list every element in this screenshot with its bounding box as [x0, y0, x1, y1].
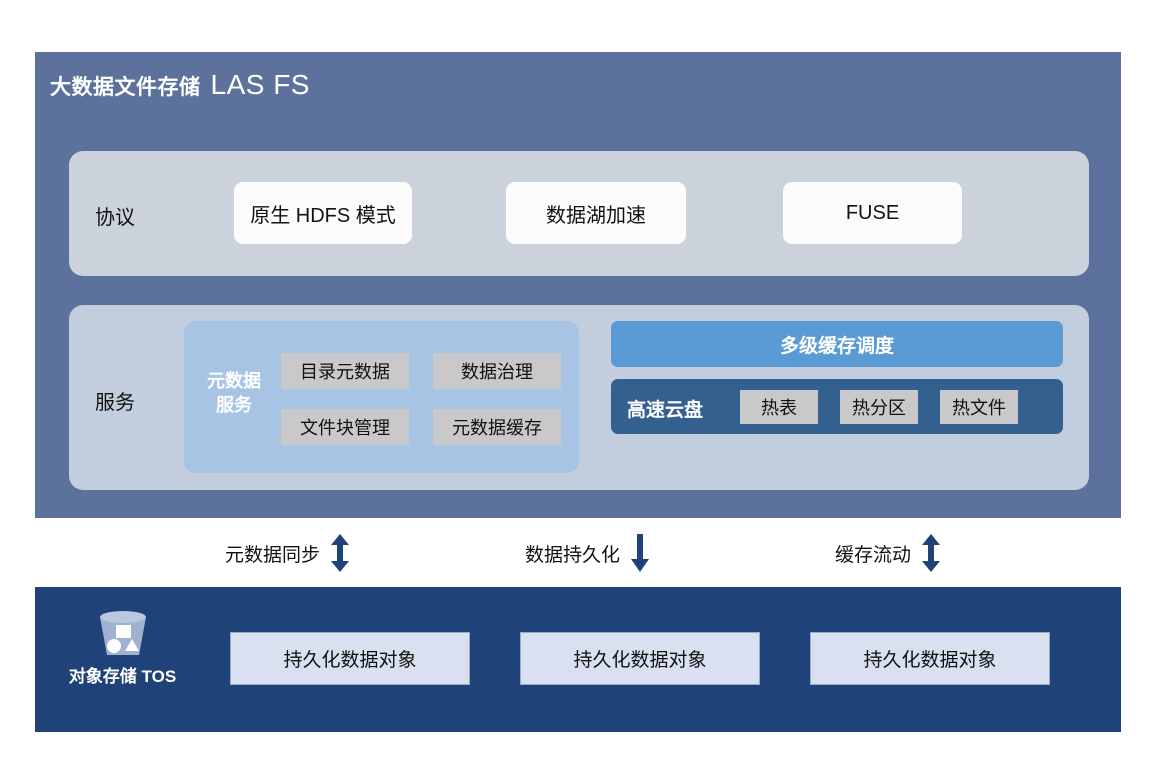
fast-cloud-disk-label: 高速云盘 [627, 400, 704, 421]
tos-card-persistent-object-1[interactable]: 持久化数据对象 [230, 632, 470, 685]
tos-name: 对象存储 TOS [68, 667, 177, 686]
tos-panel: 对象存储 TOS 持久化数据对象 持久化数据对象 持久化数据对象 [35, 587, 1121, 732]
protocol-card-hdfs[interactable]: 原生 HDFS 模式 [234, 182, 412, 244]
tos-card-persistent-object-2[interactable]: 持久化数据对象 [520, 632, 760, 685]
las-fs-title-cn: 大数据文件存储 [50, 76, 201, 99]
metadata-chip-block-management[interactable]: 文件块管理 [281, 409, 409, 445]
flow-data-persistence: 数据持久化 [525, 533, 651, 573]
flow-metadata-sync-label: 元数据同步 [225, 544, 321, 566]
metadata-chip-metadata-cache[interactable]: 元数据缓存 [433, 409, 561, 445]
protocol-card-fuse[interactable]: FUSE [783, 182, 962, 244]
metadata-service-title-line1: 元数据 [207, 371, 261, 391]
flow-cache-movement: 缓存流动 [835, 533, 942, 573]
object-storage-bucket-icon [99, 611, 146, 655]
arrow-up-down-icon [331, 534, 350, 572]
fast-cloud-disk-panel: 高速云盘 热表 热分区 热文件 [611, 379, 1063, 434]
las-fs-title-en: LAS FS [210, 69, 310, 100]
las-fs-panel: 大数据文件存储 LAS FS 协议 原生 HDFS 模式 数据湖加速 FUSE … [35, 52, 1121, 518]
tos-brand: 对象存储 TOS [55, 607, 190, 687]
flow-metadata-sync: 元数据同步 [225, 533, 351, 573]
arrow-up-down-icon [922, 534, 941, 572]
fast-disk-chip-hot-table[interactable]: 热表 [740, 390, 818, 424]
flow-arrow-row: 元数据同步 数据持久化 缓存流动 [35, 520, 1121, 585]
cache-scheduler-bar[interactable]: 多级缓存调度 [611, 321, 1063, 367]
metadata-service-panel: 元数据 服务 目录元数据 数据治理 文件块管理 元数据缓存 [184, 321, 579, 473]
flow-cache-movement-label: 缓存流动 [835, 544, 912, 566]
service-layer: 服务 元数据 服务 目录元数据 数据治理 文件块管理 元数据缓存 多级缓存调度 … [69, 305, 1089, 490]
tos-card-persistent-object-3[interactable]: 持久化数据对象 [810, 632, 1050, 685]
protocol-card-datalake-accel[interactable]: 数据湖加速 [506, 182, 686, 244]
service-layer-label: 服务 [95, 392, 135, 414]
metadata-chip-data-governance[interactable]: 数据治理 [433, 353, 561, 389]
protocol-layer-label: 协议 [95, 207, 135, 229]
fast-disk-chip-hot-file[interactable]: 热文件 [940, 390, 1018, 424]
fast-disk-chip-hot-partition[interactable]: 热分区 [840, 390, 918, 424]
flow-data-persistence-label: 数据持久化 [525, 544, 621, 566]
metadata-chip-directory-metadata[interactable]: 目录元数据 [281, 353, 409, 389]
metadata-service-title: 元数据 服务 [198, 369, 270, 417]
las-fs-title: 大数据文件存储 LAS FS [50, 69, 310, 101]
protocol-layer: 协议 原生 HDFS 模式 数据湖加速 FUSE [69, 151, 1089, 276]
metadata-service-title-line2: 服务 [216, 395, 252, 415]
arrow-down-icon [631, 534, 650, 572]
